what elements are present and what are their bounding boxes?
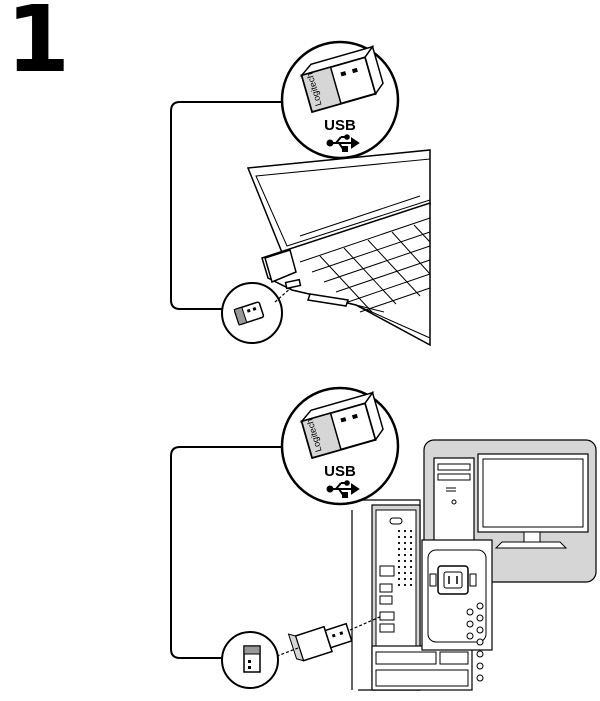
tower-rear-panel	[350, 499, 493, 691]
laptop-callout: Logitech USB	[280, 40, 400, 160]
insert-path-port	[349, 615, 383, 631]
usb-label: USB	[324, 117, 356, 134]
desktop-receiver-small	[221, 631, 279, 689]
leader-line	[170, 446, 292, 659]
desktop-panel: Logitech USB	[170, 386, 597, 691]
usb-symbol-icon	[326, 134, 360, 152]
usb-symbol-icon	[326, 480, 360, 498]
usb-receiver-large: Logitech	[299, 390, 384, 460]
usb-extender-adapter	[287, 622, 353, 662]
usb-label: USB	[324, 463, 356, 480]
desktop-callout: Logitech USB	[280, 386, 400, 506]
laptop-receiver-small	[221, 282, 283, 344]
usb-receiver-large: Logitech	[299, 44, 384, 114]
laptop-panel: Logitech USB	[170, 40, 431, 347]
laptop-illustration	[246, 149, 431, 347]
insert-path	[274, 286, 293, 303]
leader-line	[170, 101, 292, 310]
step-number: 1	[6, 0, 71, 93]
